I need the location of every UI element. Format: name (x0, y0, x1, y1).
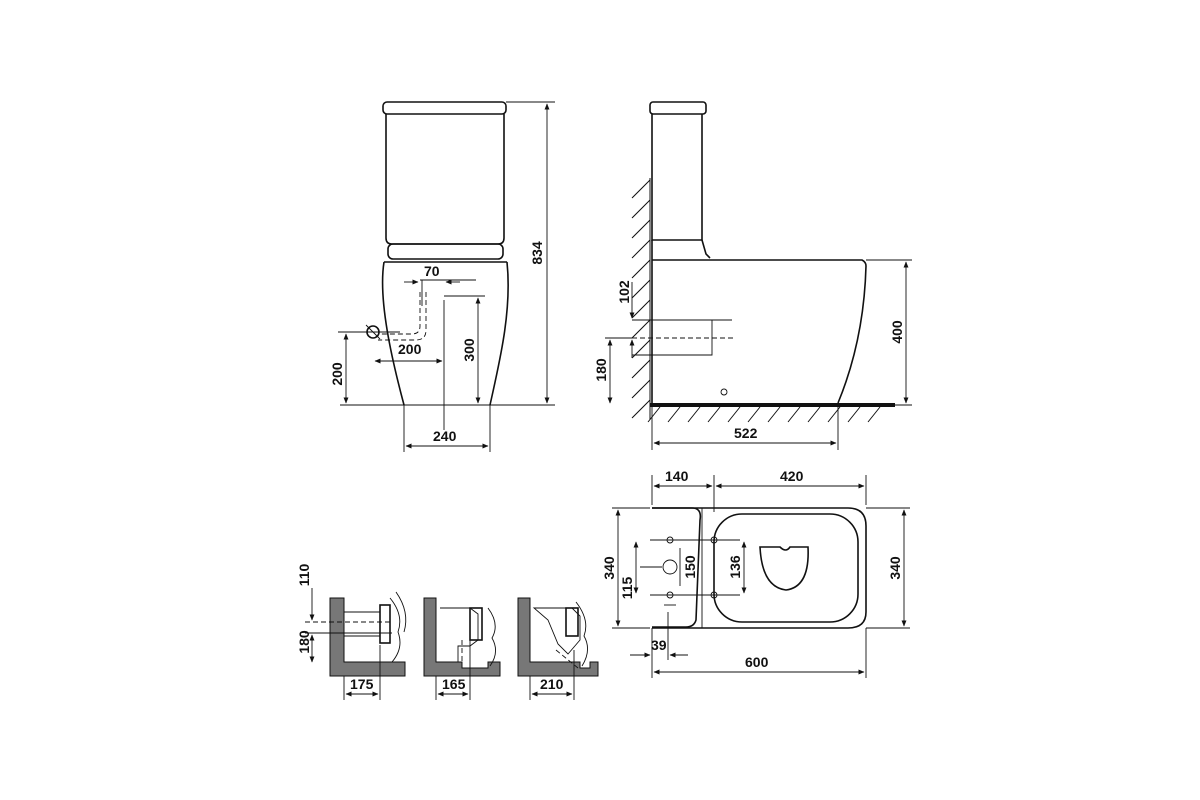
dim-upper-offset-110: 110 (296, 563, 312, 586)
dim-bowl-height-400: 400 (889, 320, 905, 344)
detail-horizontal-outlet: 110 180 175 (296, 563, 407, 700)
side-view: 102 180 400 522 (593, 101, 912, 450)
dim-horizontal-175: 175 (350, 676, 374, 692)
pedestal-body (381, 261, 509, 406)
side-tank (651, 114, 703, 241)
dim-pipe-run-200: 200 (398, 341, 422, 357)
dim-depth-522: 522 (734, 425, 758, 441)
dim-bowl-length-420: 420 (780, 468, 804, 484)
dim-detail-height-180: 180 (296, 630, 312, 654)
dim-outlet-dia-150: 150 (682, 555, 698, 579)
dim-seat-bolts-136: 136 (727, 555, 743, 579)
wall-hatch (631, 178, 651, 420)
dim-vertical-165: 165 (442, 676, 466, 692)
dim-angled-210: 210 (540, 676, 564, 692)
front-view: 834 70 300 200 200 240 (329, 101, 555, 452)
dim-edge-offset-39: 39 (651, 637, 667, 653)
top-view: 140 420 340 115 150 136 340 39 600 (601, 468, 910, 678)
dim-width-340: 340 (887, 556, 903, 580)
top-bowl-outer (652, 507, 867, 629)
outlet-hole (662, 559, 678, 575)
fixing-hole (720, 388, 728, 396)
tank-body (385, 114, 505, 245)
detail-vertical-outlet: 165 (423, 597, 501, 700)
detail-angled-outlet: 210 (517, 597, 599, 700)
dim-fixing-span-340: 340 (601, 556, 617, 580)
dim-floor-clearance-200: 200 (329, 362, 345, 386)
inlet-pipe (378, 292, 421, 335)
side-bowl (651, 258, 867, 404)
dim-length-600: 600 (745, 654, 769, 670)
connection-details: 110 180 175 165 (296, 563, 599, 700)
side-tank-lid (649, 101, 707, 115)
dim-inlet-offset-70: 70 (424, 263, 440, 279)
dim-bolt-spacing-115: 115 (619, 576, 635, 599)
dim-outlet-height-180: 180 (593, 358, 609, 382)
bowl-opening (759, 546, 809, 591)
outlet-pipe (632, 319, 713, 356)
dim-outlet-offset-102: 102 (616, 280, 632, 304)
dim-base-width-240: 240 (433, 428, 457, 444)
dim-tank-depth-140: 140 (665, 468, 689, 484)
dim-inlet-height-300: 300 (461, 338, 477, 362)
top-seat (713, 513, 859, 623)
dim-height-834: 834 (529, 241, 545, 265)
seat-rim (387, 243, 504, 260)
floor-hatch (647, 403, 895, 423)
tank-lid (382, 101, 507, 115)
